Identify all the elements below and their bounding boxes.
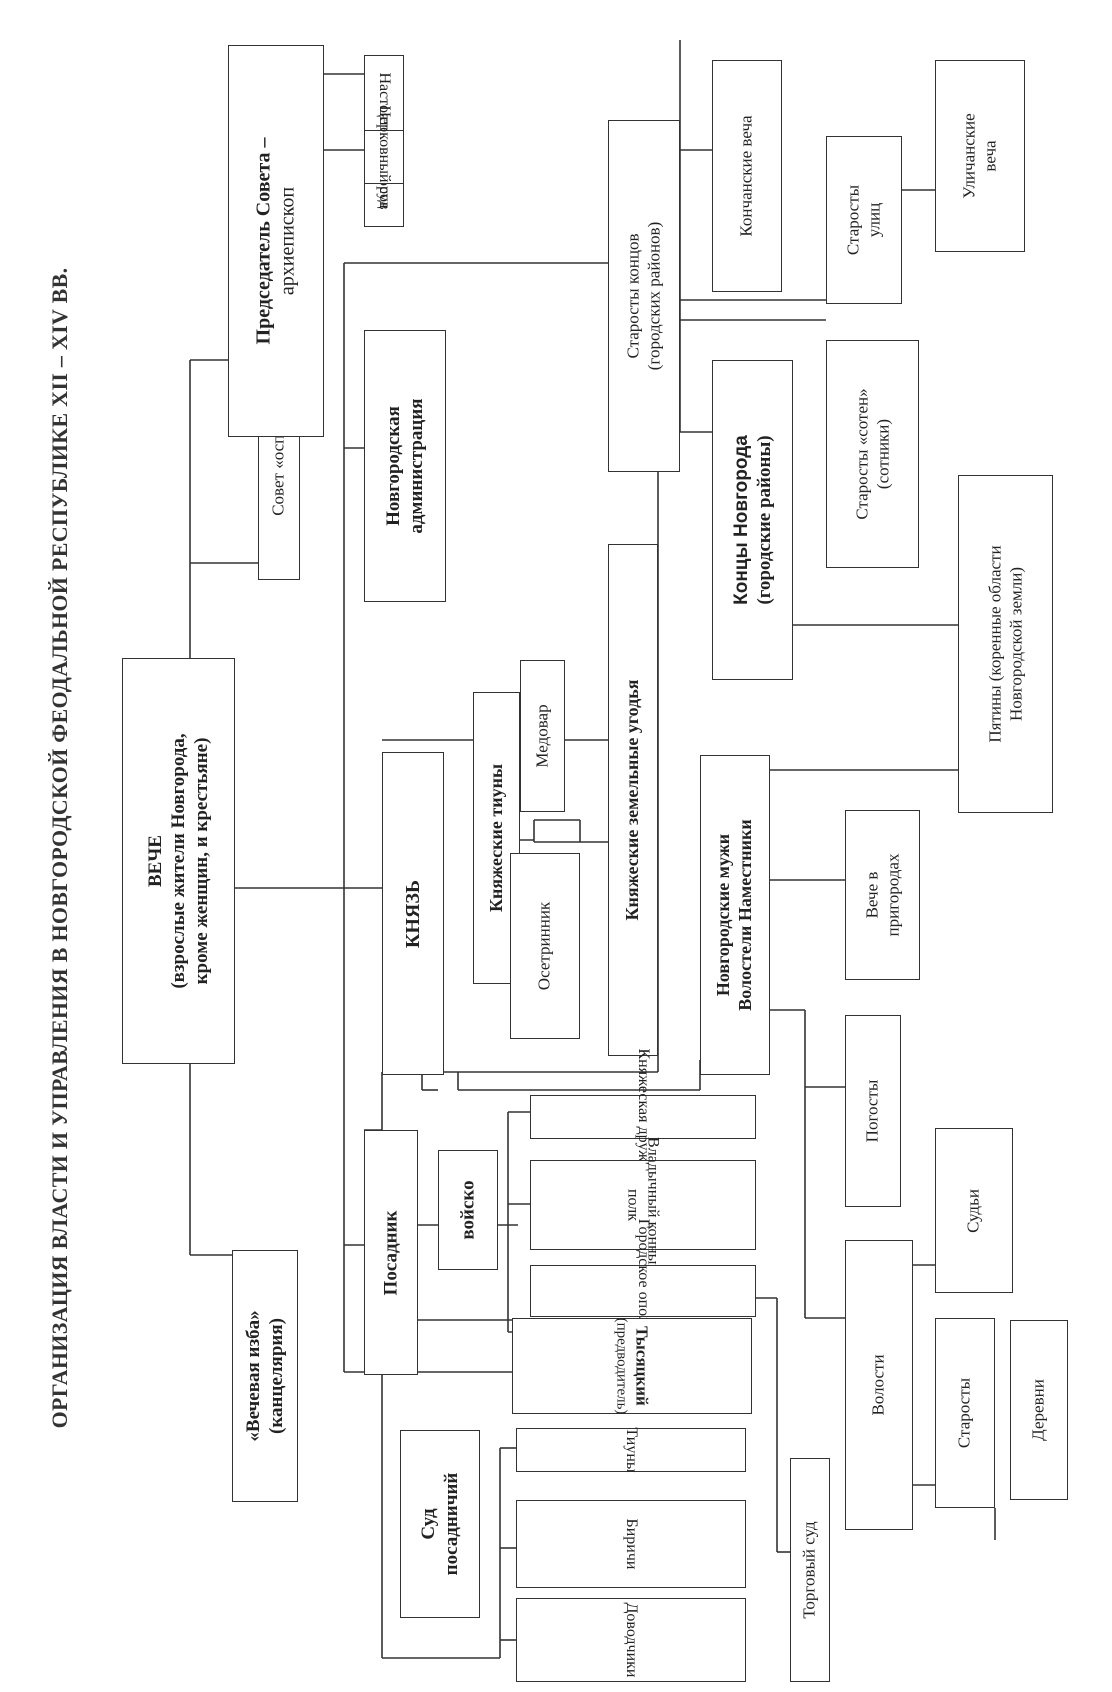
- volosteli-box: Новгородские мужи Волостели Наместники: [700, 755, 770, 1075]
- starosty-ulits-box: Старосты улиц: [826, 136, 902, 304]
- gorodskoe-opolchenie-box: Городское ополчение: [530, 1219, 756, 1363]
- vladychny-polk-box: Владычный конный полк: [530, 1137, 756, 1273]
- pyatiny-box: Пятины (коренные области Новгородской зе…: [958, 475, 1053, 813]
- predsedatel-box: Председатель Совета – архиепископ: [228, 45, 324, 437]
- druzhina-box: Княжеская дружина: [530, 1048, 756, 1186]
- osetrinnik-box: Осетринник: [510, 853, 580, 1039]
- diagram-title: ОРГАНИЗАЦИЯ ВЛАСТИ И УПРАВЛЕНИЯ В НОВГОР…: [47, 267, 72, 1429]
- pogosty-box: Погосты: [845, 1015, 901, 1207]
- starosty-soten-box: Старосты «сотен» (сотники): [826, 340, 919, 568]
- derevni-box: Деревни: [1010, 1320, 1068, 1500]
- konchanskie-vecha-box: Кончанские веча: [712, 60, 782, 292]
- knyaz-box: КНЯЗЬ: [382, 752, 444, 1075]
- kontsy-box: Концы Новгорода (городские районы): [712, 360, 793, 680]
- posadnik-box: Посадник: [364, 1130, 418, 1375]
- starosty-kontsov-box: Старосты концов (городских районов): [608, 120, 680, 472]
- dovodchiki-box: Доводчики: [516, 1598, 746, 1682]
- birichi-box: Биричи: [516, 1500, 746, 1588]
- zemelnye-ugodya-box: Княжеские земельные угодья: [608, 544, 658, 1056]
- veche-box: ВЕЧЕ (взрослые жители Новгорода, кроме ж…: [122, 658, 235, 1064]
- tysyatsky-box: Тысяцкий (предводитель): [512, 1318, 752, 1414]
- volosti-box: Волости: [845, 1240, 913, 1530]
- torgovy-sud-box: Торговый суд: [790, 1458, 830, 1682]
- medovar-box: Медовар: [520, 660, 565, 812]
- novgorodskaya-admin-box: Новгородская администрация: [364, 330, 446, 602]
- vechevaya-izba-box: «Вечевая изба» (канцелярия): [232, 1250, 298, 1502]
- veche-prigorody-box: Вече в пригородах: [845, 810, 920, 980]
- voisko-box: войско: [438, 1150, 498, 1270]
- tiuny-box: Тиуны: [516, 1427, 746, 1473]
- veche-label: ВЕЧЕ: [144, 835, 166, 887]
- tserkovny-sud-box: Церковный суд: [364, 105, 404, 209]
- ulichanskie-vecha-box: Уличанские веча: [935, 60, 1025, 252]
- sud-posadnichy-box: Суд посадничий: [400, 1430, 480, 1618]
- starosty-box: Старосты: [935, 1318, 995, 1508]
- sudi-box: Судьи: [935, 1128, 1013, 1293]
